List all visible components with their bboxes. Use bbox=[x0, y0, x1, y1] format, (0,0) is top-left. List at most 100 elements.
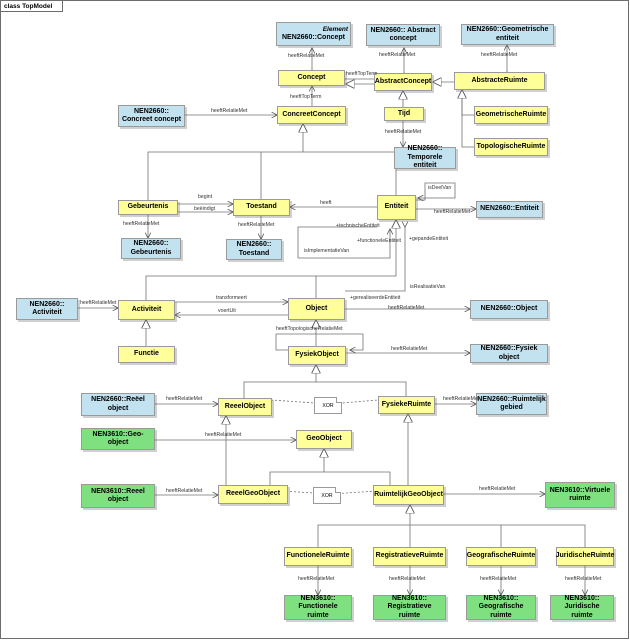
box-topologische-ruimte[interactable]: TopologischeRuimte bbox=[474, 138, 548, 156]
box-title: Toestand bbox=[246, 203, 277, 211]
box-title: NEN3610:: Registratieve ruimte bbox=[387, 594, 432, 619]
box-nen2660-entiteit[interactable]: NEN2660::Entiteit bbox=[476, 201, 543, 218]
box-nen3610-functionele-ruimte[interactable]: NEN3610:: Functionele ruimte bbox=[284, 595, 352, 620]
box-fysieke-ruimte[interactable]: FysiekeRuimte bbox=[378, 396, 435, 414]
box-functionele-ruimte[interactable]: FunctioneleRuimte bbox=[284, 547, 352, 566]
box-title: NEN2660::Reëel object bbox=[91, 396, 145, 412]
box-geo-object[interactable]: GeoObject bbox=[296, 430, 352, 449]
label-begint: begint bbox=[198, 194, 213, 200]
box-title: NEN3610:: Geografische ruimte bbox=[478, 594, 524, 619]
box-reeel-geo-object[interactable]: ReeelGeoObject bbox=[218, 485, 288, 504]
label-hrv-functioneel: heeftRelatieMet bbox=[298, 576, 335, 582]
label-voertuit: voertUit bbox=[218, 308, 236, 314]
assoc-realisatie bbox=[345, 227, 405, 292]
box-nen2660-abstract-concept[interactable]: NEN2660:: Abstract concept bbox=[366, 24, 440, 46]
box-functie[interactable]: Functie bbox=[118, 346, 175, 363]
box-title: AbstracteRuimte bbox=[471, 76, 528, 84]
label-hrv-reeelgeo: heeftRelatieMet bbox=[166, 488, 203, 494]
xor-label: XOR bbox=[322, 402, 334, 409]
box-title: NEN2660:: Activiteit bbox=[29, 300, 65, 317]
label-heefttopterm-1: heeftTopTerm bbox=[346, 71, 378, 77]
box-abstract-concept[interactable]: AbstractConcept bbox=[374, 73, 432, 91]
box-nen3610-registratieve-ruimte[interactable]: NEN3610:: Registratieve ruimte bbox=[373, 595, 446, 620]
label-hrv-virtueel: heeftRelatieMet bbox=[479, 486, 516, 492]
box-title: NEN2660::Fysiek object bbox=[480, 345, 538, 361]
box-reeel-object[interactable]: ReeelObject bbox=[218, 398, 272, 416]
label-hrv-geometrisch: heeftRelatieMet bbox=[481, 52, 518, 58]
box-nen3610-geo-object[interactable]: NEN3610::Geo-object bbox=[81, 428, 155, 450]
box-concept[interactable]: Concept bbox=[278, 70, 345, 86]
label-hrv-registratief: heeftRelatieMet bbox=[389, 576, 426, 582]
gen-entiteit-tree bbox=[145, 220, 396, 300]
box-title: NEN2660:: Abstract concept bbox=[370, 26, 436, 43]
box-toestand[interactable]: Toestand bbox=[233, 199, 290, 216]
box-geometrische-ruimte[interactable]: GeometrischeRuimte bbox=[474, 106, 548, 124]
box-geografische-ruimte[interactable]: GeografischeRuimte bbox=[466, 547, 536, 566]
label-isdeelvan: isDeelVan bbox=[428, 185, 452, 191]
box-activiteit[interactable]: Activiteit bbox=[118, 300, 175, 320]
box-title: ConcreetConcept bbox=[282, 110, 341, 118]
box-tijd[interactable]: Tijd bbox=[384, 107, 424, 121]
box-title: NEN2660::Concept bbox=[281, 33, 345, 41]
label-heefttopologische: heeftTopologischeRelatieMet bbox=[276, 326, 343, 332]
label-hrv-ruimtelijk: heeftRelatieMet bbox=[443, 396, 480, 402]
box-title: RegistratieveRuimte bbox=[375, 552, 444, 560]
box-title: NEN3610::Reeel object bbox=[91, 487, 145, 504]
box-nen3610-virtuele-ruimte[interactable]: NEN3610::Virtuele ruimte bbox=[545, 482, 615, 508]
box-nen2660-temporele-entiteit[interactable]: NEN2660:: Temporele entiteit bbox=[394, 145, 456, 169]
label-realisatie: isRealisatieVan bbox=[410, 284, 446, 290]
box-abstracte-ruimte[interactable]: AbstracteRuimte bbox=[454, 72, 545, 90]
label-hrv-reeel: heeftRelatieMet bbox=[166, 396, 203, 402]
box-nen3610-reeel-object[interactable]: NEN3610::Reeel object bbox=[81, 484, 155, 508]
gen-geo-tree bbox=[269, 471, 391, 485]
label-hrv-gebeurtenis: heeftRelatieMet bbox=[123, 221, 160, 227]
box-concreet-concept[interactable]: ConcreetConcept bbox=[277, 106, 346, 124]
box-nen3610-geografische-ruimte[interactable]: NEN3610:: Geografische ruimte bbox=[466, 595, 536, 620]
box-registratieve-ruimte[interactable]: RegistratieveRuimte bbox=[373, 547, 446, 566]
box-title: NEN2660:: Toestand bbox=[236, 241, 272, 257]
box-title: GeografischeRuimte bbox=[466, 552, 536, 560]
label-hrv-activiteit: heeftRelatieMet bbox=[80, 300, 117, 306]
box-nen2660-activiteit[interactable]: NEN2660:: Activiteit bbox=[16, 298, 78, 320]
box-title: Entiteit bbox=[384, 203, 409, 211]
box-juridische-ruimte[interactable]: JuridischeRuimte bbox=[556, 547, 614, 566]
box-fysiek-object[interactable]: FysiekObject bbox=[288, 346, 346, 365]
box-nen2660-object[interactable]: NEN2660::Object bbox=[470, 300, 548, 319]
label-gepande-entiteit: +gepandeEntiteit bbox=[409, 236, 449, 242]
box-nen3610-juridische-ruimte[interactable]: NEN3610:: Juridische ruimte bbox=[550, 595, 614, 620]
box-title: NEN3610::Geo-object bbox=[92, 430, 144, 447]
box-title: Gebeurtenis bbox=[127, 203, 169, 211]
box-entiteit[interactable]: Entiteit bbox=[377, 195, 416, 220]
label-technische-entiteit: +technischeEntiteit bbox=[336, 223, 380, 229]
box-nen2660-fysiek-object[interactable]: NEN2660::Fysiek object bbox=[470, 344, 548, 363]
box-title: NEN3610::Virtuele ruimte bbox=[549, 486, 611, 503]
box-title: NEN2660::Ruimtelijk gebied bbox=[477, 395, 546, 412]
box-ruimtelijk-geo-object[interactable]: RuimtelijkGeoObject bbox=[373, 485, 444, 505]
box-nen2660-toestand[interactable]: NEN2660:: Toestand bbox=[226, 239, 282, 260]
box-title: NEN3610:: Functionele ruimte bbox=[298, 594, 338, 619]
label-hrv-fysiek: heeftRelatieMet bbox=[391, 346, 428, 352]
box-nen2660-reeel-object[interactable]: NEN2660::Reëel object bbox=[81, 393, 155, 416]
box-title: Concept bbox=[297, 73, 326, 81]
assoc-implementatie bbox=[297, 226, 377, 258]
box-title: NEN2660:: Concreet concept bbox=[121, 107, 182, 124]
box-title: GeometrischeRuimte bbox=[475, 110, 547, 118]
assoc-topologisch bbox=[275, 333, 364, 350]
label-hrv-concreet: heeftRelatieMet bbox=[211, 108, 248, 114]
box-title: RuimtelijkGeoObject bbox=[374, 490, 443, 498]
label-heefttopterm-2: heeftTopTerm bbox=[290, 94, 322, 100]
box-title: AbstractConcept bbox=[374, 77, 432, 85]
box-object[interactable]: Object bbox=[288, 298, 345, 320]
box-title: FysiekObject bbox=[295, 351, 339, 359]
box-title: GeoObject bbox=[306, 435, 342, 443]
box-nen2660-concept[interactable]: Element NEN2660::Concept bbox=[276, 22, 351, 46]
box-nen2660-gebeurtenis[interactable]: NEN2660:: Gebeurtenis bbox=[121, 238, 181, 259]
box-nen2660-concreet-concept[interactable]: NEN2660:: Concreet concept bbox=[118, 105, 185, 127]
box-nen2660-geometrische-entiteit[interactable]: NEN2660::Geometrische entiteit bbox=[461, 24, 554, 45]
label-heeft: heeft bbox=[320, 200, 332, 206]
box-title: ReeelGeoObject bbox=[225, 490, 281, 498]
label-implementatie: isImplementatieVan bbox=[304, 248, 350, 254]
box-nen2660-ruimtelijk-gebied[interactable]: NEN2660::Ruimtelijk gebied bbox=[476, 393, 547, 415]
label-hrv-geografisch: heeftRelatieMet bbox=[480, 576, 517, 582]
box-gebeurtenis[interactable]: Gebeurtenis bbox=[118, 200, 178, 215]
